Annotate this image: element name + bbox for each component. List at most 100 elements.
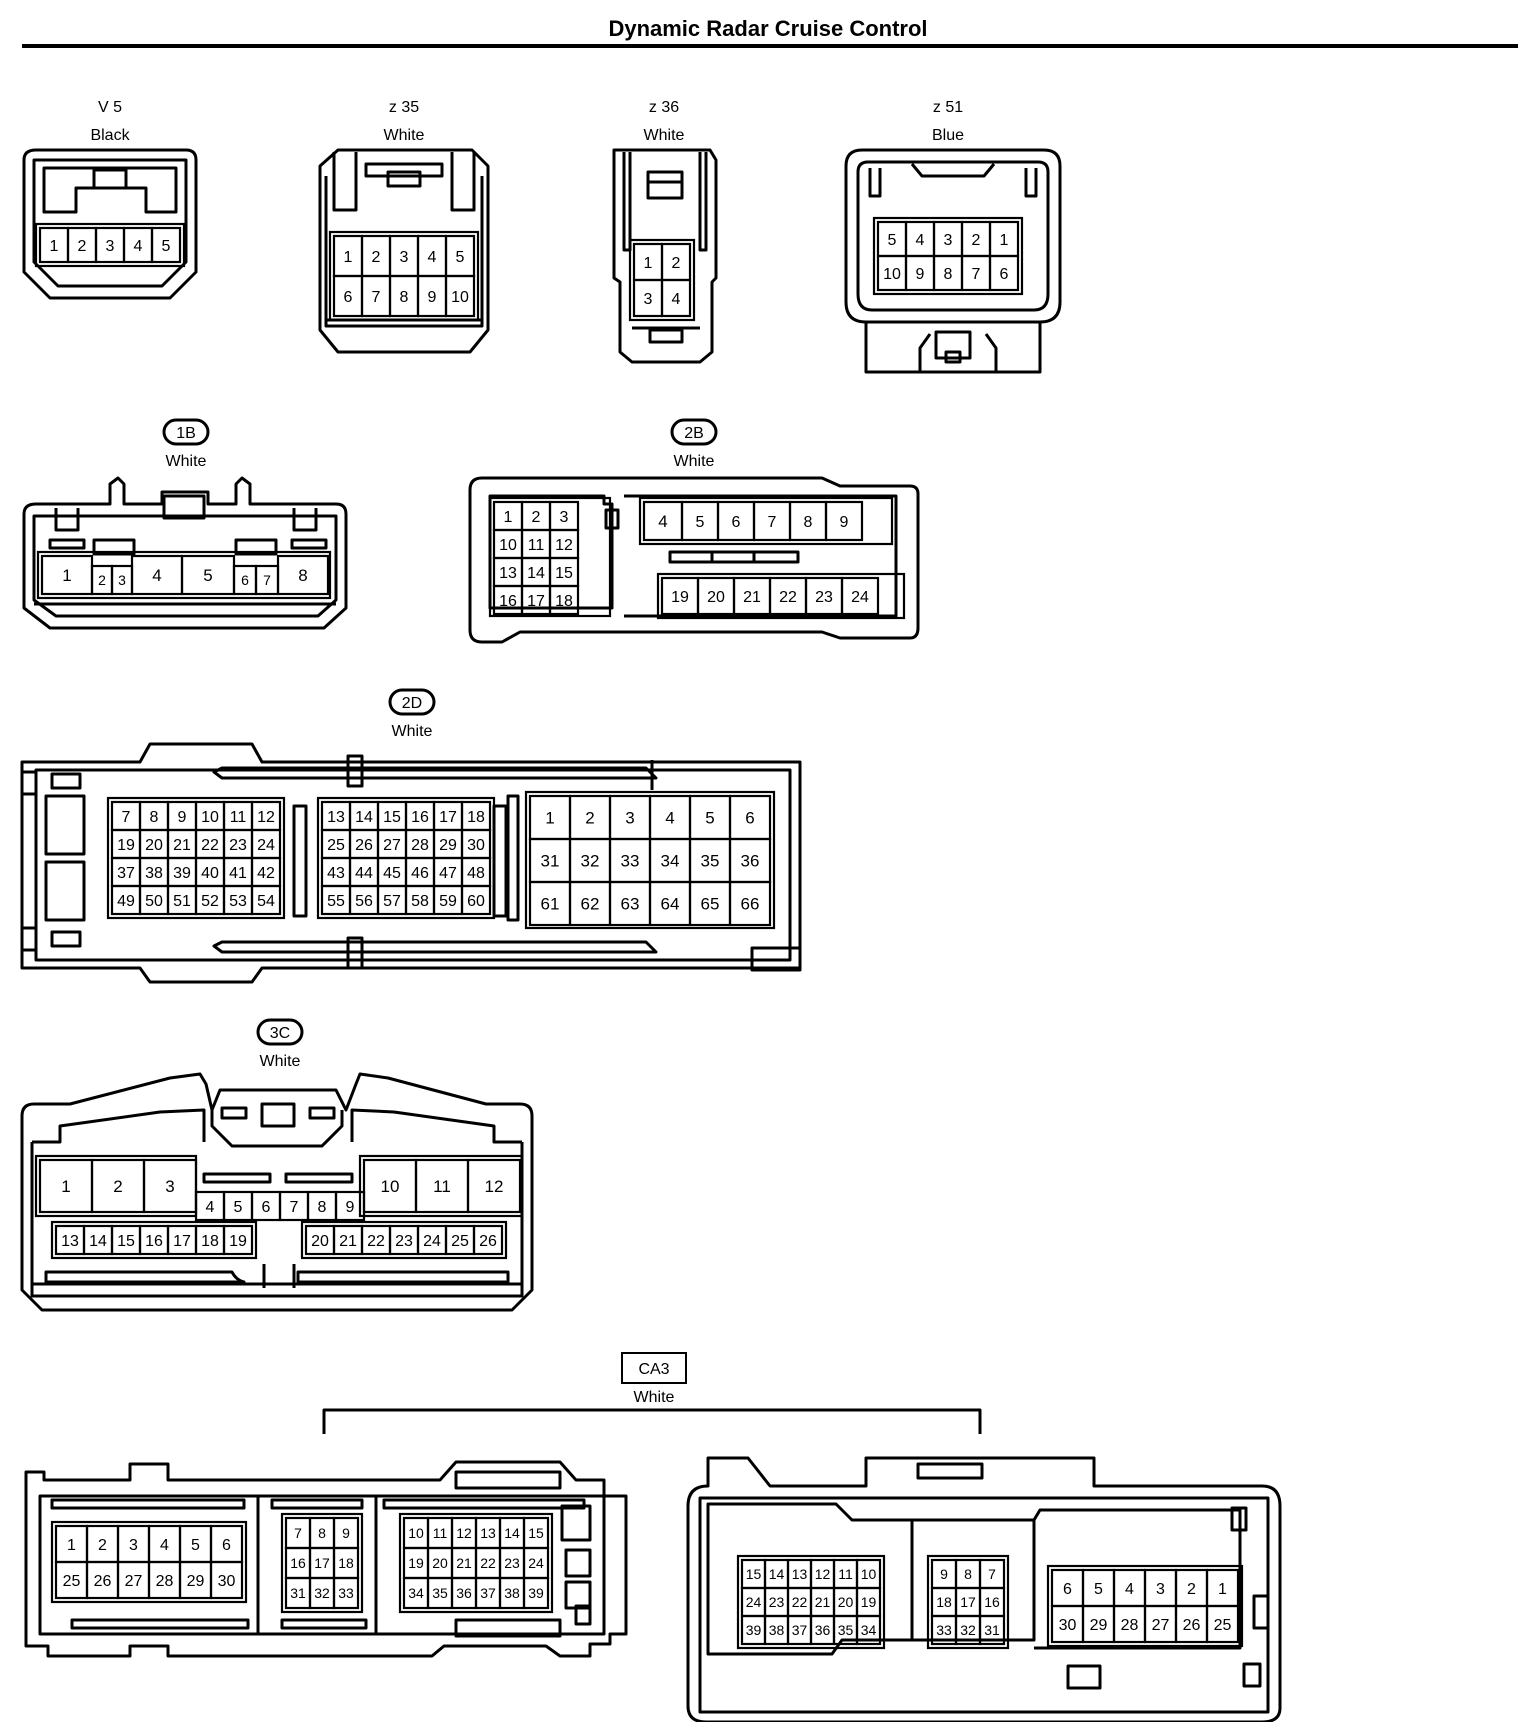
connector-id: V 5 [98,99,122,116]
pin-number: 2 [532,509,541,526]
pin-number: 17 [527,593,545,610]
pin-number: 4 [658,512,667,531]
pin-number: 20 [145,837,163,854]
pin-number: 7 [263,572,271,588]
pin-cell [988,254,1020,292]
pin-number: 29 [439,837,457,854]
pin-number: 6 [1000,266,1009,283]
pin-number: 50 [145,893,163,910]
pin-number: 33 [621,852,640,871]
pin-number: 51 [173,893,191,910]
pin-number: 10 [499,537,517,554]
pin-cell [444,274,476,318]
pin-number: 2 [372,249,381,266]
pin-number: 4 [1125,1581,1134,1598]
pin-number: 54 [257,893,275,910]
pin-number: 36 [741,852,760,871]
pin-grid-frame [328,230,480,322]
pin-grid-frame [736,1554,886,1650]
pin-number: 1 [1000,232,1009,249]
pin-number: 8 [400,289,409,306]
pin-number: 37 [480,1585,496,1601]
pin-number: 28 [156,1573,174,1590]
pin-number: 7 [372,289,381,306]
pin-number: 63 [621,895,640,914]
pin-number: 1 [1218,1581,1227,1598]
pin-number: 1 [504,509,513,526]
pin-cell [824,500,864,542]
pin-number: 14 [89,1233,107,1250]
connector-id: CA3 [638,1361,669,1378]
pin-number: 28 [411,837,429,854]
pin-number: 11 [528,537,545,554]
pin-number: 38 [504,1585,520,1601]
connector-id: z 35 [389,99,419,116]
pin-number: 2 [972,232,981,249]
pin-number: 14 [355,809,373,826]
pin-number: 27 [383,837,401,854]
pin-number: 3 [106,238,115,255]
pin-number: 15 [383,809,401,826]
pin-number: 37 [117,865,135,882]
pin-number: 21 [743,589,761,606]
pin-number: 11 [230,809,247,826]
pin-number: 17 [173,1233,191,1250]
pin-number: 37 [792,1622,808,1638]
pin-number: 8 [318,1199,327,1216]
connector-ca3-right-housing [686,1456,1282,1722]
pin-number: 12 [815,1566,831,1582]
pin-cell [728,880,772,927]
pin-cell [522,1576,550,1610]
pin-number: 4 [428,249,437,266]
pin-cell [222,1224,254,1256]
connector-ca3-bracket [322,1408,982,1434]
pin-grid-frame [656,572,906,620]
connector-id: z 36 [649,99,679,116]
pin-number: 8 [318,1525,326,1541]
pin-number: 30 [218,1573,236,1590]
pin-number: 3 [165,1177,174,1196]
connector-color: White [392,723,433,740]
pin-number: 24 [528,1555,544,1571]
page-title: Dynamic Radar Cruise Control [608,16,928,41]
pin-grid-frame [488,496,612,618]
pin-number: 31 [290,1585,306,1601]
pin-number: 2 [78,238,87,255]
pin-cell [472,1224,504,1256]
pin-number: 11 [433,1525,448,1541]
pin-number: 3 [944,232,953,249]
pin-number: 57 [383,893,401,910]
pin-number: 30 [467,837,485,854]
pin-grid-frame [50,1520,248,1604]
pin-number: 18 [936,1594,952,1610]
pin-grid-frame [316,796,496,920]
pin-number: 26 [94,1573,112,1590]
pin-number: 17 [960,1594,976,1610]
pin-number: 7 [122,809,131,826]
pin-number: 14 [527,565,545,582]
pin-number: 38 [769,1622,785,1638]
pin-number: 6 [262,1199,271,1216]
pin-number: 35 [838,1622,854,1638]
connector-z36-housing [612,148,718,364]
pin-grid-frame [300,1220,508,1260]
pin-number: 49 [117,893,135,910]
pin-number: 15 [117,1233,135,1250]
pin-grid-frame [872,216,1024,296]
pin-number: 20 [432,1555,448,1571]
pin-number: 31 [541,852,560,871]
pin-number: 29 [187,1573,205,1590]
pin-number: 2 [585,809,594,828]
pin-number: 31 [984,1622,1000,1638]
pin-cell [855,1614,882,1646]
pin-number: 24 [257,837,275,854]
pin-number: 8 [298,566,307,585]
pin-number: 33 [338,1585,354,1601]
pin-number: 7 [988,1566,996,1582]
pin-grid-frame [280,1512,364,1614]
pin-number: 17 [314,1555,330,1571]
pin-number: 35 [701,852,720,871]
